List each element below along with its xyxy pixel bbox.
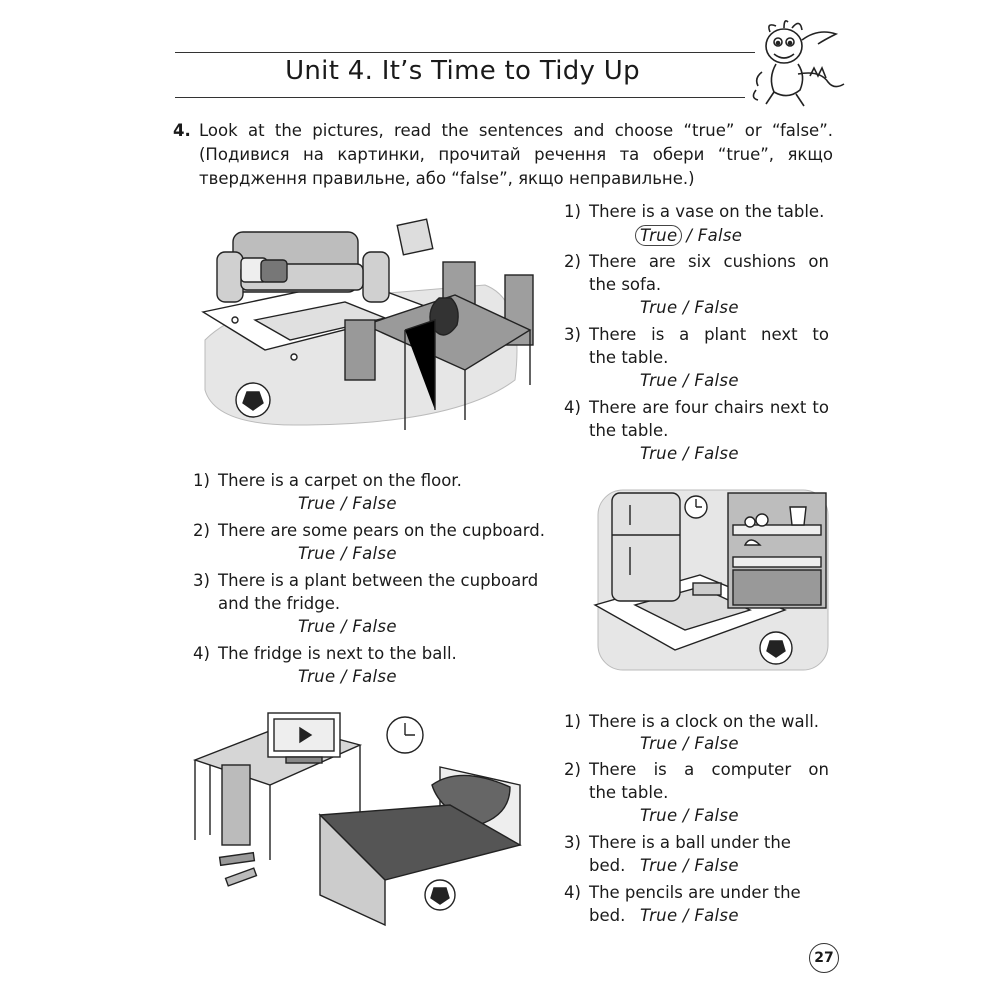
question-text: The pencils are under the bed. — [589, 883, 801, 925]
true-false-choice[interactable]: True / False — [298, 544, 397, 563]
question-item: 3) There is a ball under the bed. — [564, 831, 829, 877]
question-item: 4) There are four chairs next to the table… — [564, 396, 829, 442]
false-option[interactable]: / False — [686, 226, 743, 245]
question-text: There is a plant next to — [589, 325, 829, 344]
question-number: 1) — [564, 202, 581, 221]
question-number: 2) — [564, 760, 581, 779]
question-number: 4) — [564, 398, 581, 417]
question-item: 1) There is a clock on the wall. — [564, 710, 829, 733]
true-false-choice[interactable]: True / False — [298, 667, 397, 686]
bedroom-picture — [192, 712, 522, 927]
page-number: 27 — [809, 943, 839, 973]
living-room-picture — [201, 218, 534, 430]
question-number: 1) — [564, 712, 581, 731]
question-item: 4) The pencils are under the bed. — [564, 881, 829, 927]
task-number: 4. — [173, 121, 191, 140]
question-item: 2) There is a computer on the table. — [564, 758, 829, 804]
question-text: There is a plant between the cupboard — [218, 571, 539, 590]
true-false-choice[interactable]: True / False — [640, 444, 739, 463]
true-false-choice[interactable]: True / False — [640, 856, 739, 875]
question-item: 1) There is a carpet on the floor. — [193, 469, 553, 492]
question-text: the table. — [589, 348, 669, 367]
question-item: 3) There is a plant next to the table. — [564, 323, 829, 369]
question-text: There is a clock on the wall. — [589, 712, 820, 731]
question-item: 1) There is a vase on the table. — [564, 200, 829, 223]
true-false-choice[interactable]: True / False — [640, 806, 739, 825]
question-text: There are some pears on the cupboard. — [218, 521, 545, 540]
question-text: the table. — [589, 421, 669, 440]
question-item: 3) There is a plant between the cupboard a… — [193, 569, 553, 615]
question-number: 2) — [564, 252, 581, 271]
question-number: 3) — [564, 833, 581, 852]
question-text: The fridge is next to the ball. — [218, 644, 457, 663]
question-text: There is a vase on the table. — [589, 202, 825, 221]
question-item: 4) The fridge is next to the ball. — [193, 642, 553, 665]
question-number: 4) — [193, 644, 210, 663]
true-false-choice[interactable]: True / False — [640, 734, 739, 753]
header-rule-bottom — [175, 97, 745, 98]
true-false-choice-answered[interactable]: True/ False — [635, 225, 743, 246]
true-false-choice[interactable]: True / False — [298, 494, 397, 513]
question-item: 2) There are six cushions on the sofa. — [564, 250, 829, 296]
question-number: 3) — [564, 325, 581, 344]
question-text: and the fridge. — [218, 594, 341, 613]
question-text: There are six cushions on — [589, 252, 829, 271]
page-title: Unit 4. It’s Time to Tidy Up — [285, 56, 640, 86]
instruction-english: Look at the pictures, read the sentences… — [199, 121, 833, 140]
task-instruction: 4. Look at the pictures, read the senten… — [173, 119, 833, 191]
true-false-choice[interactable]: True / False — [640, 371, 739, 390]
true-false-choice[interactable]: True / False — [640, 906, 739, 925]
dragon-mascot-icon — [752, 20, 845, 107]
question-text: There is a carpet on the floor. — [218, 471, 462, 490]
question-text: the table. — [589, 783, 669, 802]
question-text: There is a computer on — [589, 760, 829, 779]
question-number: 4) — [564, 883, 581, 902]
question-text: the sofa. — [589, 275, 662, 294]
instruction-ukrainian-line-1: (Подивися на картинки, прочитай речення … — [199, 145, 833, 164]
question-number: 3) — [193, 571, 210, 590]
question-text: There is a ball under the bed. — [589, 833, 791, 875]
question-number: 1) — [193, 471, 210, 490]
circled-true-answer[interactable]: True — [635, 225, 683, 246]
true-false-choice[interactable]: True / False — [640, 298, 739, 317]
question-number: 2) — [193, 521, 210, 540]
kitchen-picture — [593, 489, 829, 671]
question-item: 2) There are some pears on the cupboard. — [193, 519, 553, 542]
header-rule-top — [175, 52, 755, 53]
true-false-choice[interactable]: True / False — [298, 617, 397, 636]
instruction-ukrainian-line-2: твердження правильне, або “false”, якщо … — [199, 169, 695, 188]
question-text: There are four chairs next to — [589, 398, 829, 417]
